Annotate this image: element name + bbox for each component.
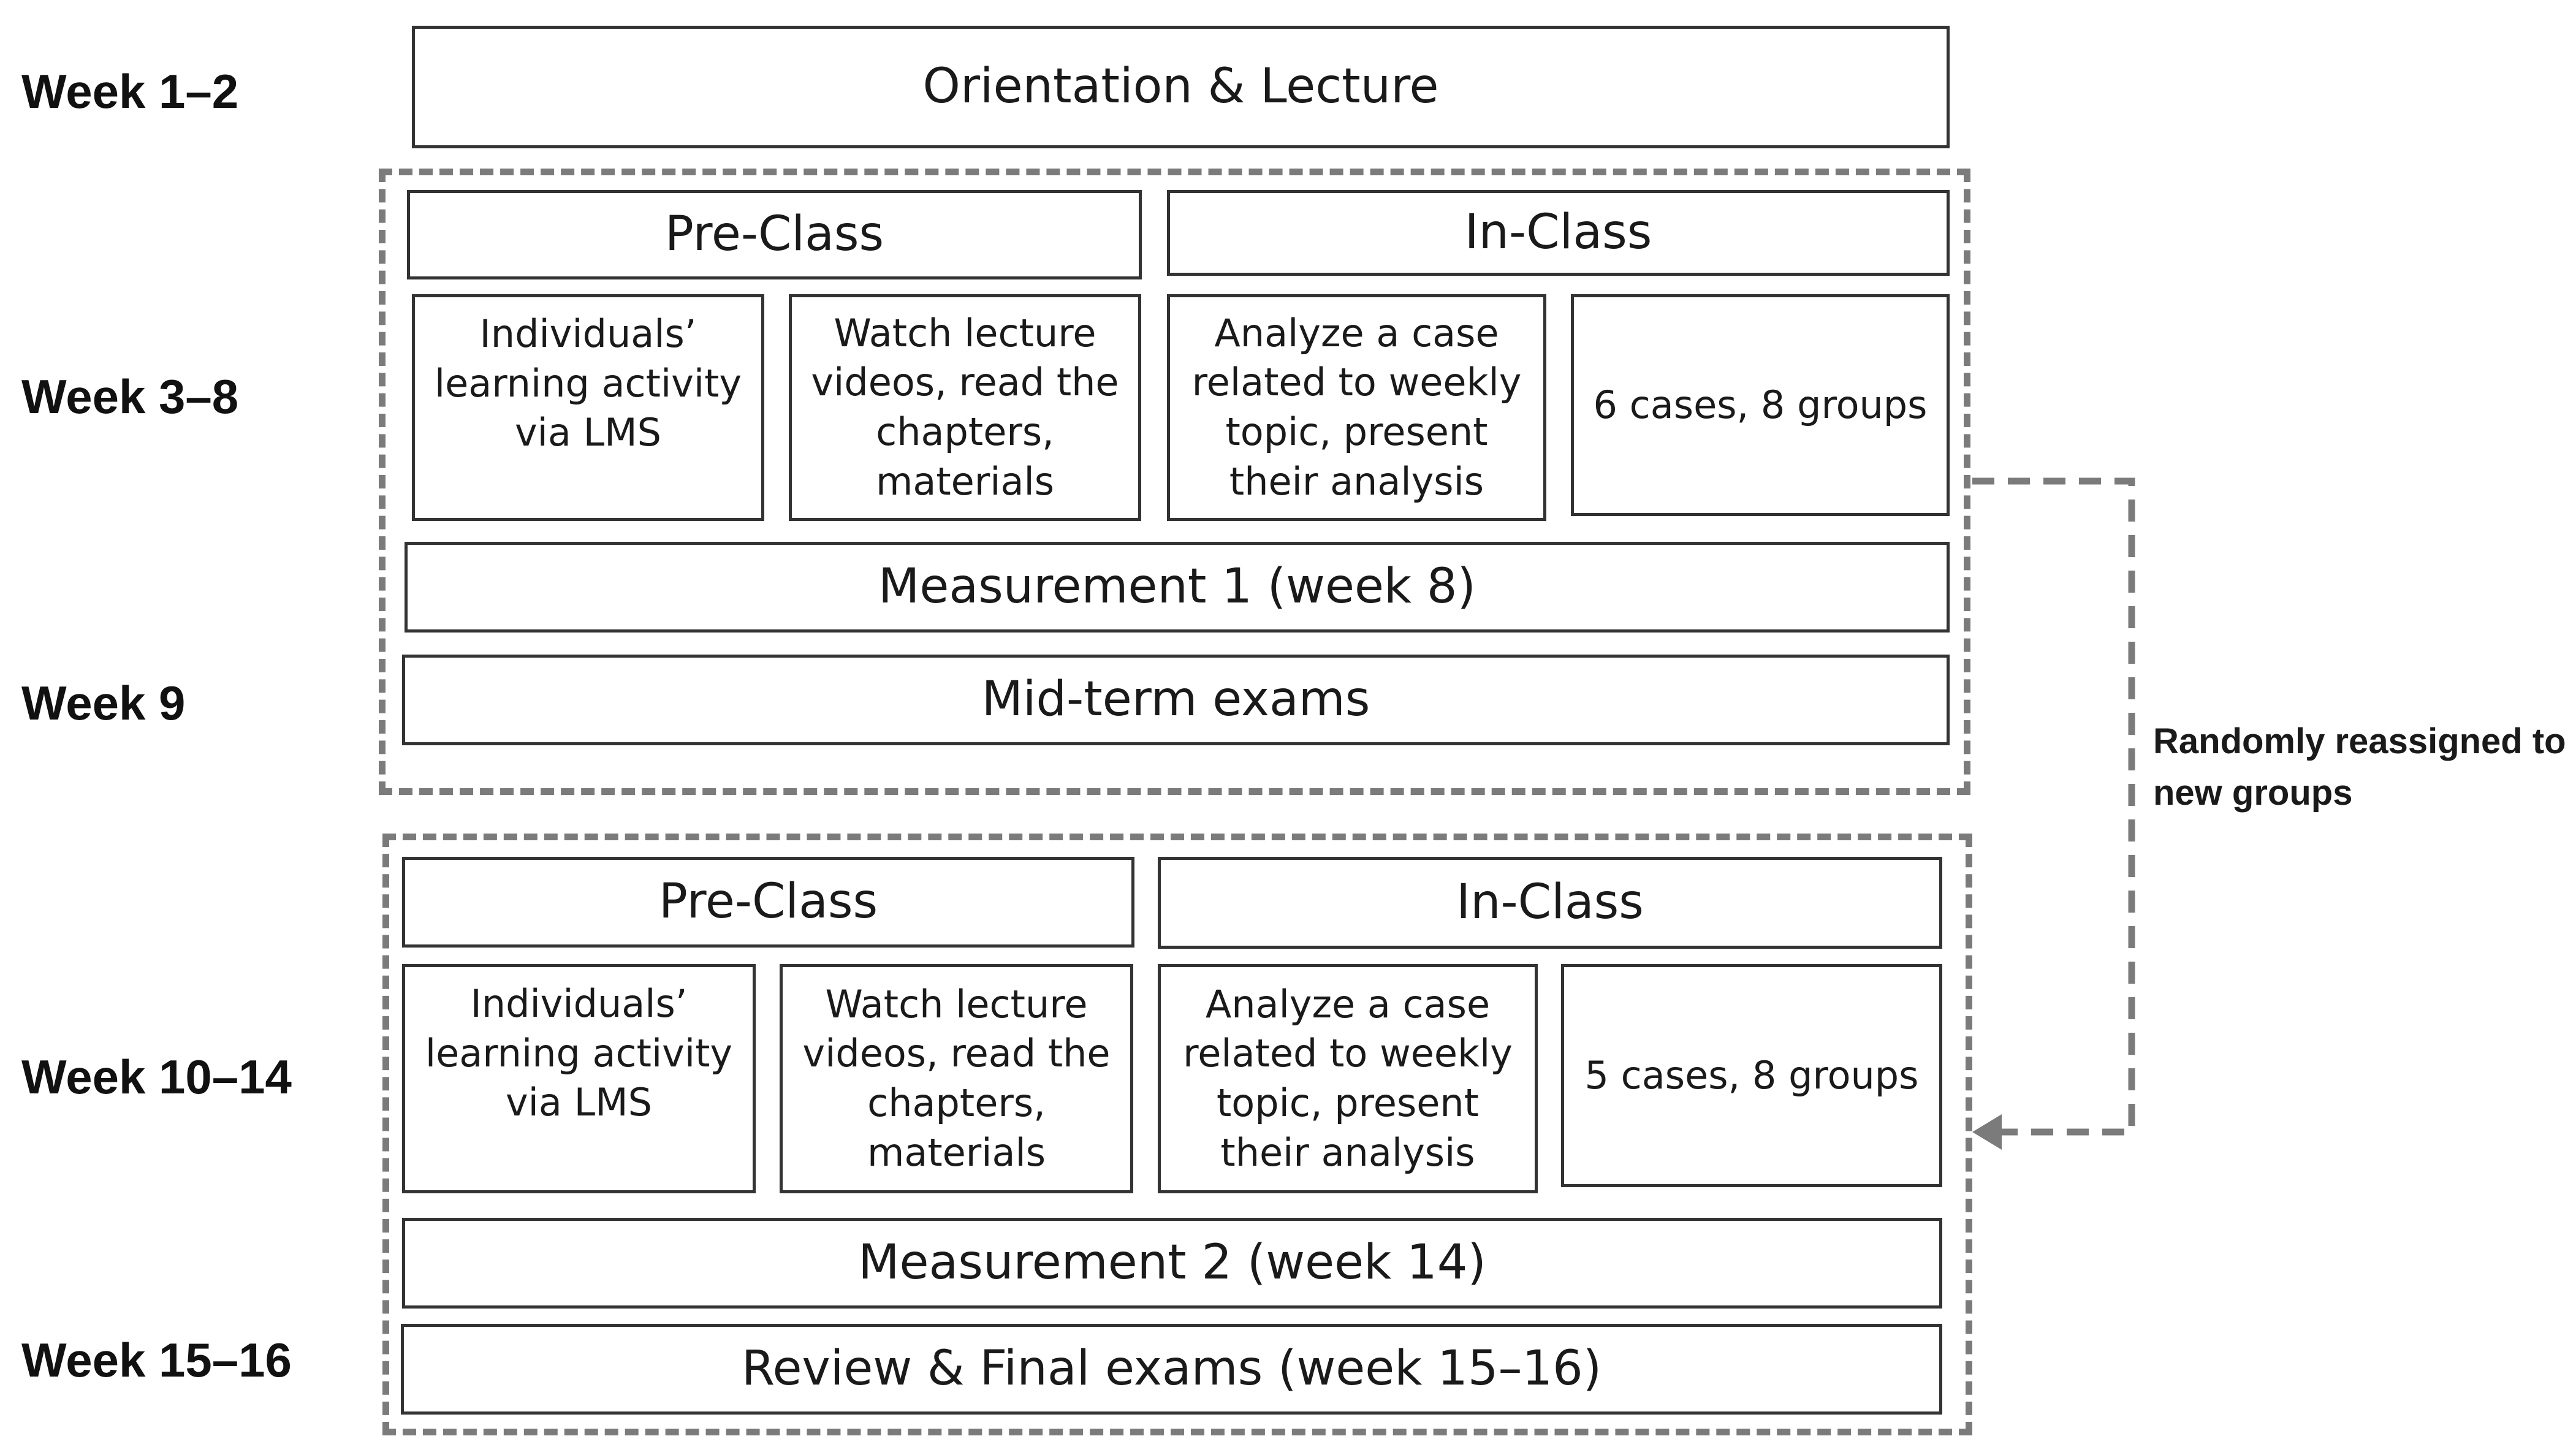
week-label-9: Week 9 bbox=[21, 676, 186, 730]
phase1-container bbox=[379, 169, 1970, 795]
phase2-measurement-label: Measurement 2 (week 14) bbox=[858, 1235, 1486, 1291]
phase1-analyze-case-text: Analyze a case related to weekly topic, … bbox=[1191, 310, 1522, 504]
reassign-connector-line bbox=[1972, 477, 2135, 1136]
phase1-measurement-label: Measurement 1 (week 8) bbox=[878, 559, 1476, 615]
phase1-individual-activity-text: Individuals’ learning activity via LMS bbox=[434, 311, 742, 455]
phase2-cases-groups-text: 5 cases, 8 groups bbox=[1584, 1052, 1919, 1098]
phase2-individual-activity-box: Individuals’ learning activity via LMS bbox=[402, 964, 756, 1193]
phase2-cases-groups-box: 5 cases, 8 groups bbox=[1561, 964, 1942, 1187]
phase2-individual-activity-text: Individuals’ learning activity via LMS bbox=[425, 981, 733, 1125]
reassign-arrowhead bbox=[1972, 1114, 2002, 1150]
week-label-1-2: Week 1–2 bbox=[21, 64, 239, 118]
phase2-in-class-label: In-Class bbox=[1456, 875, 1644, 930]
phase2-final-label: Review & Final exams (week 15–16) bbox=[741, 1341, 1602, 1397]
phase2-analyze-case-box: Analyze a case related to weekly topic, … bbox=[1158, 964, 1538, 1193]
phase1-watch-videos-box: Watch lecture videos, read the chapters,… bbox=[789, 294, 1141, 521]
orientation-label: Orientation & Lecture bbox=[922, 59, 1439, 115]
phase2-watch-videos-text: Watch lecture videos, read the chapters,… bbox=[802, 981, 1111, 1175]
phase2-in-class-header: In-Class bbox=[1158, 857, 1942, 949]
phase2-pre-class-header: Pre-Class bbox=[402, 857, 1134, 948]
reassign-note: Randomly reassigned to new groups bbox=[2153, 721, 2566, 813]
phase1-cases-groups-box: 6 cases, 8 groups bbox=[1571, 294, 1950, 516]
phase1-midterm-box: Mid-term exams bbox=[402, 655, 1950, 745]
phase1-pre-class-label: Pre-Class bbox=[664, 207, 884, 262]
phase1-cases-groups-text: 6 cases, 8 groups bbox=[1593, 382, 1928, 427]
week-label-10-14: Week 10–14 bbox=[21, 1050, 292, 1104]
phase2-watch-videos-box: Watch lecture videos, read the chapters,… bbox=[780, 964, 1133, 1193]
phase1-watch-videos-text: Watch lecture videos, read the chapters,… bbox=[811, 310, 1119, 504]
phase2-final-box: Review & Final exams (week 15–16) bbox=[401, 1324, 1942, 1415]
phase2-measurement-box: Measurement 2 (week 14) bbox=[402, 1218, 1942, 1309]
phase1-measurement-box: Measurement 1 (week 8) bbox=[405, 542, 1950, 633]
week-label-3-8: Week 3–8 bbox=[21, 370, 239, 424]
phase2-pre-class-label: Pre-Class bbox=[658, 874, 878, 930]
phase2-analyze-case-text: Analyze a case related to weekly topic, … bbox=[1183, 981, 1513, 1175]
phase1-individual-activity-box: Individuals’ learning activity via LMS bbox=[412, 294, 764, 521]
phase1-pre-class-header: Pre-Class bbox=[407, 190, 1142, 279]
orientation-box: Orientation & Lecture bbox=[412, 26, 1950, 148]
phase1-analyze-case-box: Analyze a case related to weekly topic, … bbox=[1167, 294, 1546, 521]
week-label-15-16: Week 15–16 bbox=[21, 1333, 292, 1387]
phase1-in-class-header: In-Class bbox=[1167, 190, 1950, 276]
phase1-in-class-label: In-Class bbox=[1464, 205, 1652, 260]
phase1-midterm-label: Mid-term exams bbox=[981, 672, 1370, 728]
phase2-container bbox=[382, 834, 1972, 1435]
